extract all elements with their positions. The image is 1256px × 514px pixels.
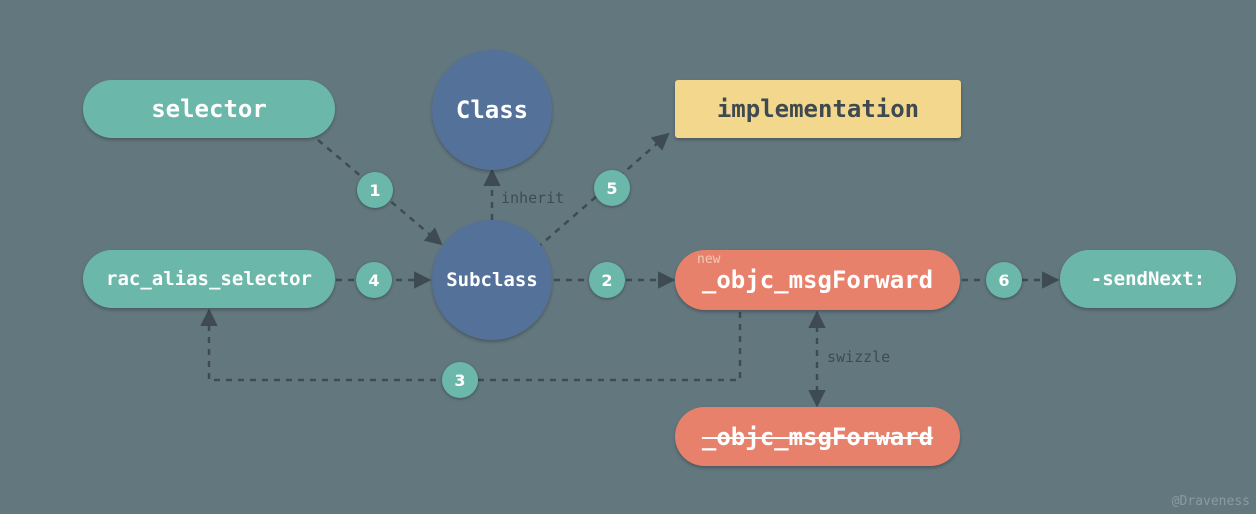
rac-alias-selector-node: rac_alias_selector xyxy=(83,250,335,308)
msgforward-original-node: _objc_msgForward xyxy=(675,407,960,466)
new-tag: new xyxy=(697,252,721,267)
rac-alias-selector-label: rac_alias_selector xyxy=(106,268,312,290)
selector-label: selector xyxy=(151,95,267,123)
swizzle-label: swizzle xyxy=(827,348,891,366)
inherit-label: inherit xyxy=(501,189,565,207)
step-badge-3: 3 xyxy=(442,362,478,398)
msgforward-new-node: _objc_msgForward xyxy=(675,250,960,310)
watermark: @Draveness xyxy=(1171,494,1250,509)
class-label: Class xyxy=(455,96,529,124)
step-badge-1: 1 xyxy=(357,172,393,208)
step-badge-5: 5 xyxy=(594,170,630,206)
step-badge-6: 6 xyxy=(986,262,1022,298)
selector-node: selector xyxy=(83,80,335,138)
msgforward-new-label: _objc_msgForward xyxy=(701,266,934,294)
edge-selector-to-subclass xyxy=(317,139,443,246)
msgforward-original-label: _objc_msgForward xyxy=(701,422,934,451)
send-next-node: -sendNext: xyxy=(1060,250,1236,308)
subclass-node: Subclass xyxy=(432,220,552,340)
implementation-node: implementation xyxy=(675,80,961,138)
subclass-label: Subclass xyxy=(446,269,538,291)
step-badge-2: 2 xyxy=(589,262,625,298)
send-next-label: -sendNext: xyxy=(1090,268,1206,290)
implementation-label: implementation xyxy=(716,95,920,123)
class-node: Class xyxy=(432,50,552,170)
step-badge-4: 4 xyxy=(356,262,392,298)
